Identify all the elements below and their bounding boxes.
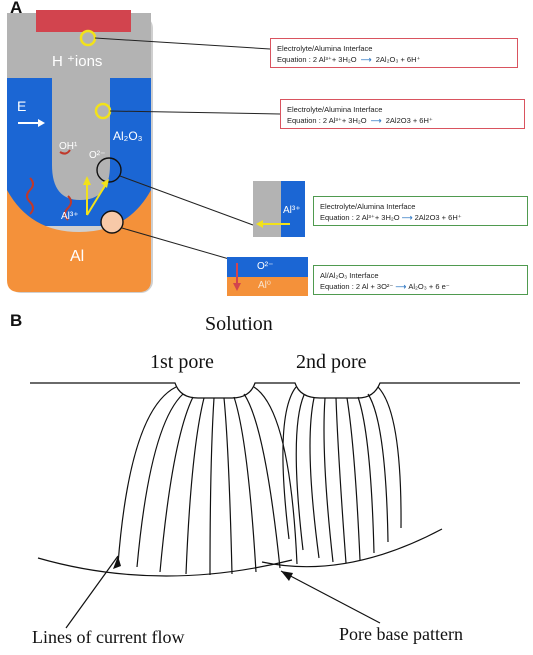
base-arrow-icon: [281, 571, 293, 581]
interface-box-2-eq-left: Equation : 2 Al³⁺+ 3H₂O: [287, 116, 367, 125]
inset-oxide-2: [227, 257, 308, 277]
interface-box-4-eq-left: Equation : 2 Al + 3O²⁻: [320, 282, 394, 291]
pore-channel: [52, 78, 110, 200]
panel-b-label: B: [10, 311, 23, 330]
interface-marker-4: [100, 210, 124, 234]
pore-current-flow-diagram: [30, 382, 520, 629]
al3-label: Al³⁺: [61, 211, 79, 222]
pore-base-label: Pore base pattern: [339, 624, 463, 644]
inset-electrolyte: [253, 181, 281, 237]
interface-box-4-title: Al/Al₂O₃ Interface: [320, 271, 379, 280]
current-arrow-icon: [113, 556, 121, 569]
cathode-bar: [36, 10, 131, 32]
interface-box-1-eq-right: 2Al₂O₃ + 6H⁺: [375, 55, 421, 64]
pore-base-arc-2: [261, 528, 443, 568]
first-pore-label: 1st pore: [150, 351, 214, 373]
interface-box-1-title: Electrolyte/Alumina Interface: [277, 44, 373, 53]
al-label: Al: [70, 248, 85, 265]
reaction-arrow-icon: ⟶: [370, 116, 382, 125]
interface-box-1-eq-left: Equation : 2 Al³⁺+ 3H₂O: [277, 55, 357, 64]
solution-label: Solution: [205, 313, 273, 335]
reaction-arrow-icon: ⟶: [395, 282, 407, 291]
interface-box-2: Electrolyte/Alumina Interface Equation :…: [280, 99, 525, 129]
panel-a-label: A: [10, 0, 23, 17]
inset-aluminum: [227, 277, 308, 296]
interface-box-4-eq-right: Al₂O₃ + 6 e⁻: [408, 282, 450, 291]
inset-o2-label: O²⁻: [257, 261, 274, 272]
oh-label: OH¹: [59, 141, 78, 152]
current-flow-label: Lines of current flow: [32, 627, 185, 647]
second-pore-label: 2nd pore: [296, 351, 367, 373]
interface-box-1: Electrolyte/Alumina Interface Equation :…: [270, 38, 518, 68]
interface-box-3-eq-left: Equation : 2 Al³⁺+ 3H₂O: [320, 213, 400, 222]
interface-box-2-title: Electrolyte/Alumina Interface: [287, 105, 383, 114]
inset-al0-label: Al⁰: [258, 280, 271, 291]
al2o3-label: Al₂O₃: [113, 129, 143, 143]
inset-oxide: [281, 181, 305, 237]
interface-marker-3: [96, 157, 122, 183]
field-e-label: E: [17, 98, 27, 114]
interface-box-4: Al/Al₂O₃ Interface Equation : 2 Al + 3O²…: [313, 265, 528, 295]
pore-base-arc-1: [37, 557, 293, 577]
h-ions-label: H ⁺ions: [52, 53, 103, 70]
interface-box-3: Electrolyte/Alumina Interface Equation :…: [313, 196, 528, 226]
interface-box-2-eq-right: 2Al2O3 + 6H⁺: [385, 116, 433, 125]
inset-al3-label: Al³⁺: [283, 205, 301, 216]
o2-label: O²⁻: [89, 150, 106, 161]
aluminum-region: [7, 190, 151, 292]
reaction-arrow-icon: ⟶: [360, 55, 372, 64]
oxide-surface-line: [30, 382, 520, 399]
interface-box-3-title: Electrolyte/Alumina Interface: [320, 202, 416, 211]
reaction-arrow-icon: ⟶: [401, 213, 413, 222]
interface-box-3-eq-right: 2Al2O3 + 6H⁺: [414, 213, 462, 222]
anodization-cell-diagram: [7, 10, 308, 296]
